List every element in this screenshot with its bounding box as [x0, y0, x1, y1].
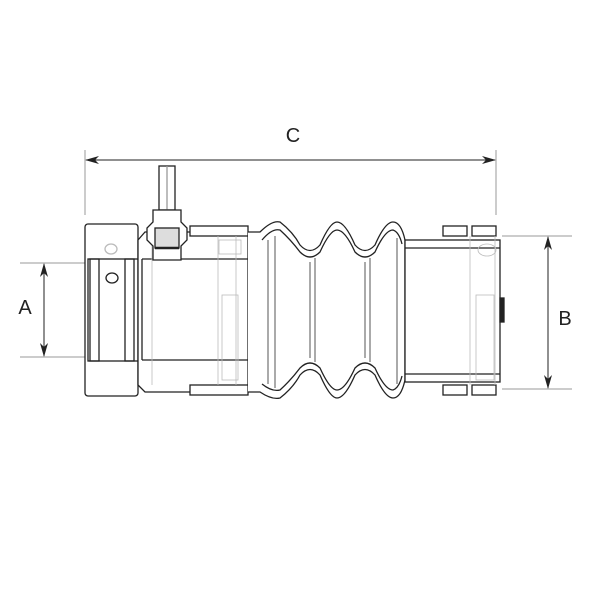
- union-nut: [84, 223, 139, 397]
- coupling-body: [137, 225, 249, 396]
- dimension-c-label: C: [286, 125, 300, 147]
- dimension-c: [84, 150, 497, 215]
- bellows: [248, 221, 406, 400]
- right-sleeve: [404, 225, 505, 396]
- dimension-b-label: B: [558, 308, 571, 330]
- test-valve: [146, 165, 188, 261]
- dimension-a: [20, 262, 90, 358]
- dimension-a-label: A: [18, 297, 32, 319]
- dimension-b: [502, 235, 572, 390]
